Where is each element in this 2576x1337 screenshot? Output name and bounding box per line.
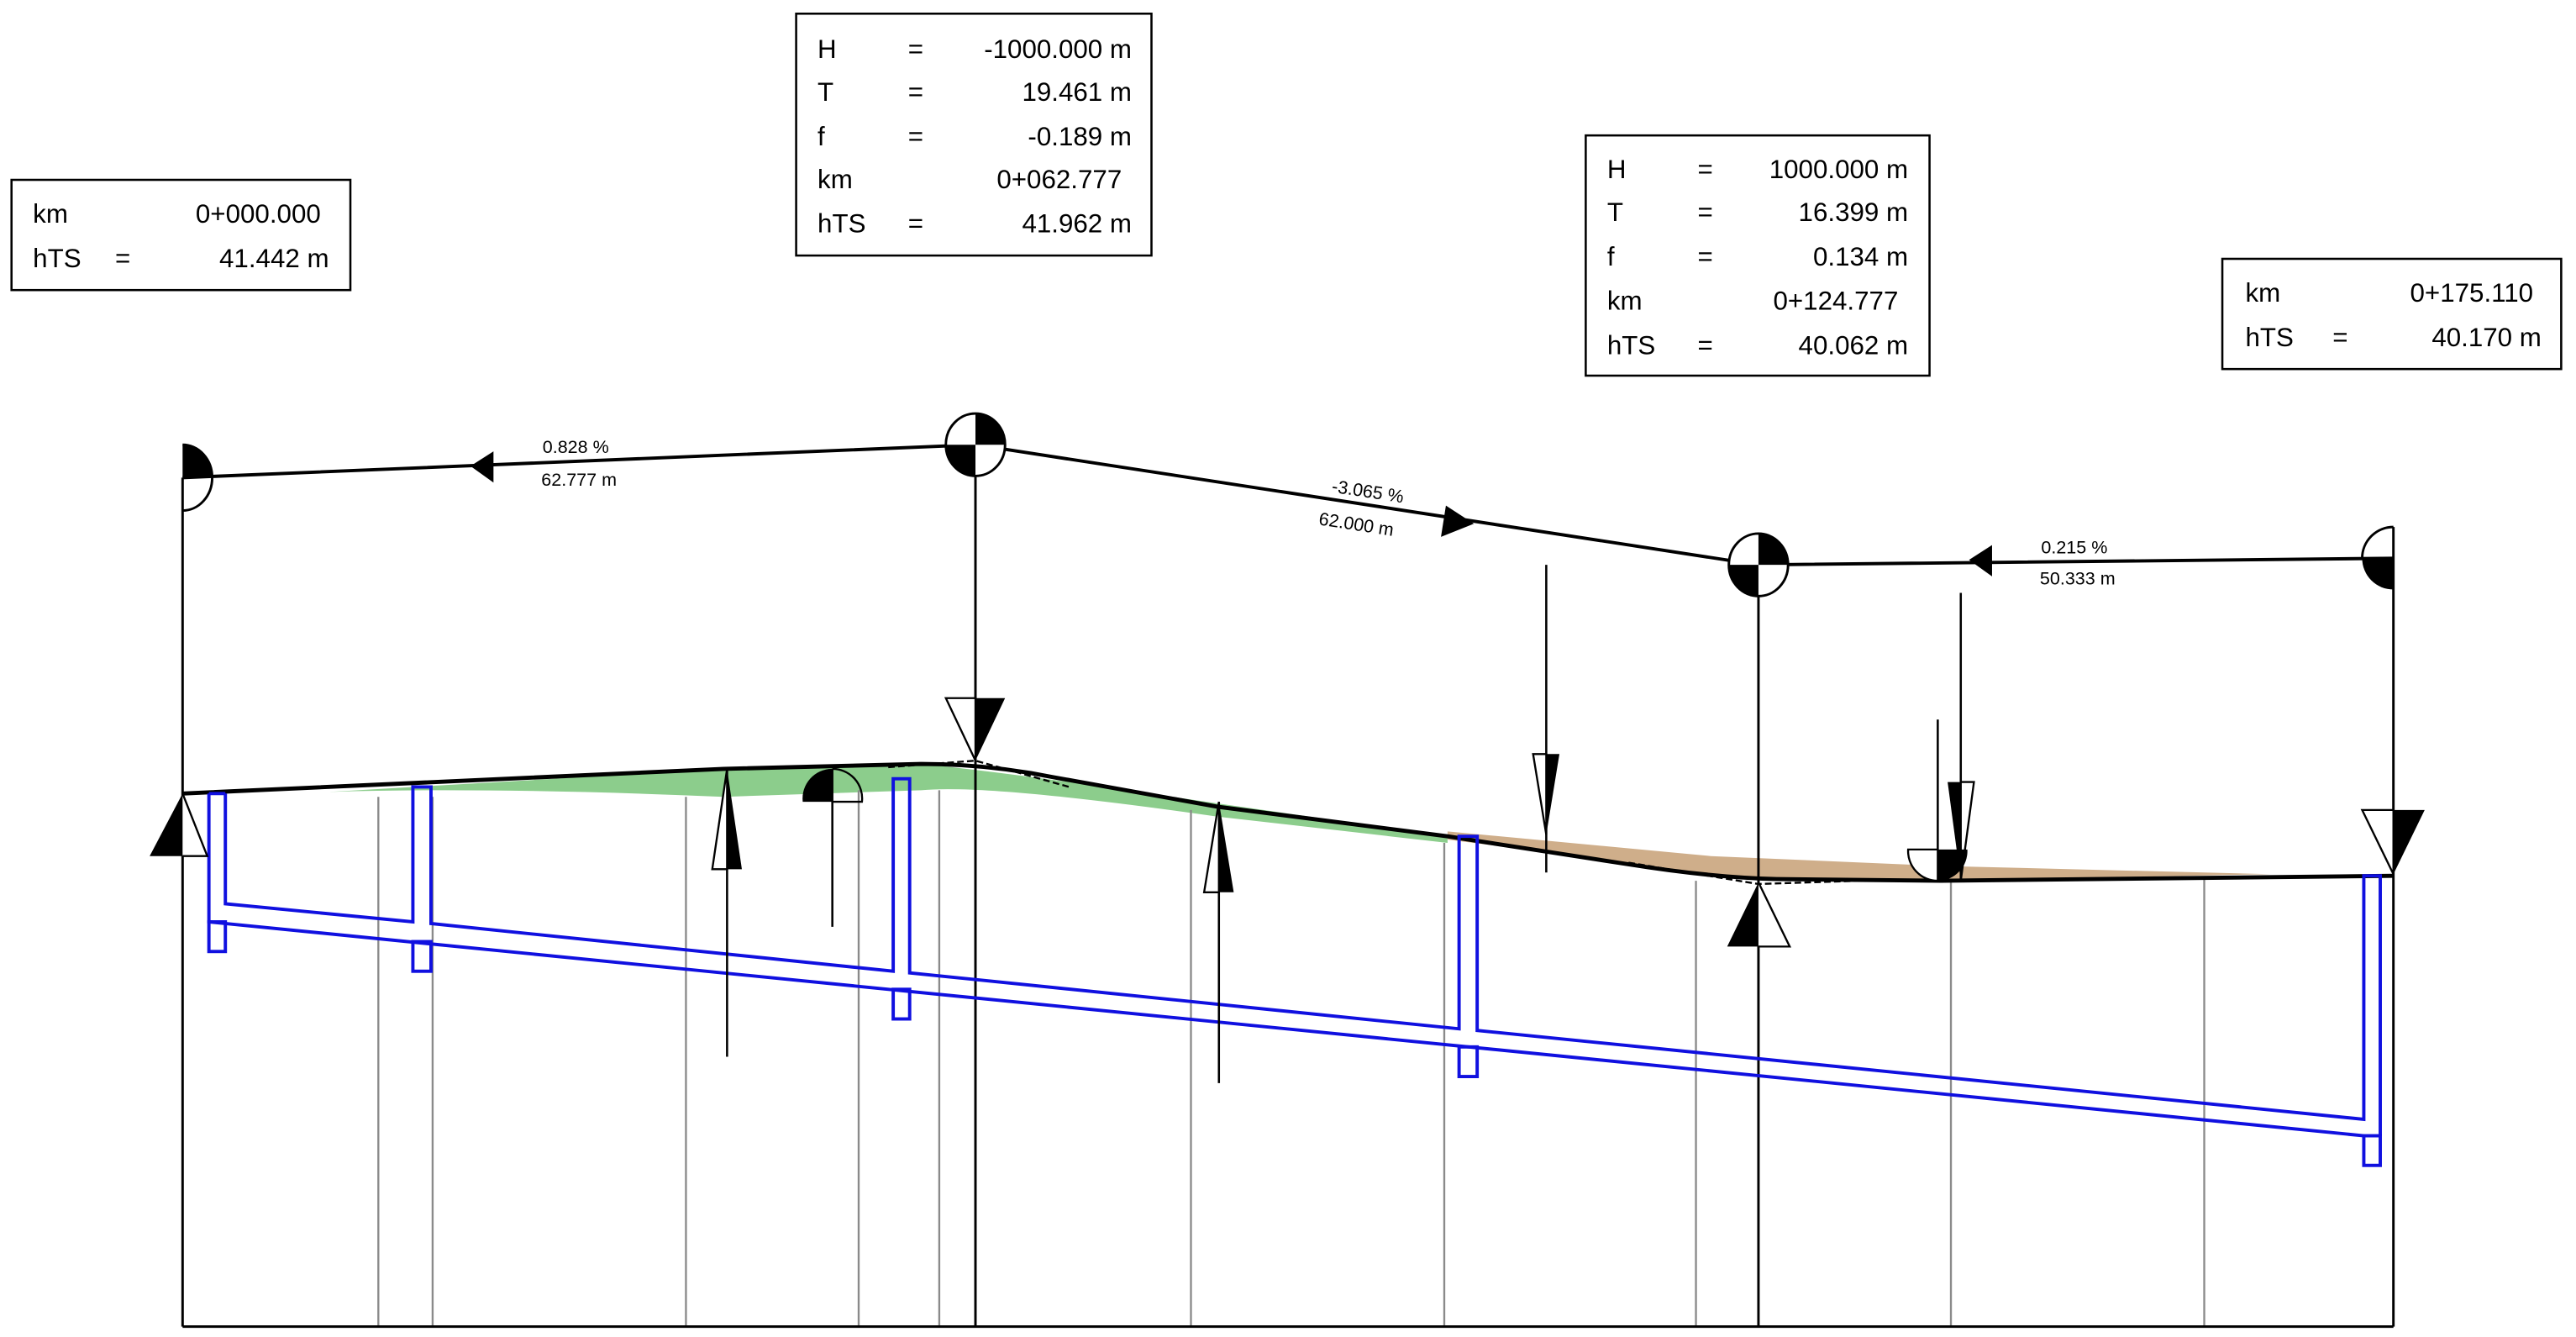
- t-value: 19.461 m: [1022, 77, 1132, 107]
- equals: =: [1698, 331, 1713, 361]
- info-box-start: km 0+000.000 hTS = 41.442 m: [10, 178, 352, 292]
- info-box-pvi-1: H = -1000.000 m T = 19.461 m f = -0.189 …: [795, 13, 1153, 257]
- hts-label: hTS: [817, 209, 865, 239]
- h-label: H: [817, 34, 837, 64]
- h-value: 1000.000 m: [1769, 155, 1908, 184]
- grade-length-label: 50.333 m: [2040, 569, 2116, 589]
- km-label: km: [817, 165, 853, 194]
- hts-label: hTS: [33, 244, 81, 273]
- info-box-end: km 0+175.110 hTS = 40.170 m: [2221, 257, 2563, 371]
- grade-slope-label: 0.215 %: [2041, 537, 2107, 557]
- end-down-triangle-icon: [2360, 808, 2425, 875]
- equals: =: [1698, 242, 1713, 271]
- equals: =: [908, 122, 923, 151]
- manhole-sump: [891, 987, 912, 1021]
- km-label: km: [2245, 278, 2280, 308]
- fill-area: [1447, 831, 2270, 882]
- equals: =: [2332, 323, 2347, 352]
- t-value: 16.399 m: [1799, 197, 1909, 227]
- km-value: 0+175.110: [2410, 278, 2534, 308]
- f-label: f: [817, 122, 825, 151]
- end-point-icon: [2361, 525, 2394, 590]
- up-arrow-icon: [711, 768, 742, 1057]
- t-label: T: [817, 77, 833, 107]
- sag-up-triangle-icon: [1727, 882, 1792, 948]
- km-label: km: [33, 199, 68, 229]
- h-label: H: [1607, 155, 1627, 184]
- grade-slope-label: 0.828 %: [543, 437, 609, 457]
- km-value: 0+062.777: [996, 165, 1122, 194]
- grade-length-label: 62.000 m: [1317, 508, 1395, 540]
- hts-label: hTS: [1607, 331, 1655, 361]
- f-value: -0.189 m: [1028, 122, 1132, 151]
- hts-value: 40.170 m: [2431, 323, 2542, 352]
- station-lines: [377, 790, 2205, 1327]
- equals: =: [908, 77, 923, 107]
- manhole-sump: [411, 940, 433, 973]
- grade-arrow-right-icon: [1441, 505, 1475, 537]
- high-point-icon: [802, 767, 864, 927]
- hts-value: 40.062 m: [1799, 331, 1909, 361]
- cut-area: [329, 764, 1448, 844]
- grade-arrow-left-icon: [1969, 545, 1992, 576]
- km-value: 0+000.000: [196, 199, 321, 229]
- manhole-sump: [2362, 1134, 2382, 1167]
- f-label: f: [1607, 242, 1615, 271]
- down-arrow-icon: [1937, 592, 1975, 882]
- equals: =: [1698, 155, 1713, 184]
- down-arrow-icon: [1532, 565, 1560, 873]
- low-point-icon: [1906, 848, 1968, 882]
- km-label: km: [1607, 287, 1643, 316]
- grade-arrow-left-icon: [470, 451, 494, 483]
- equals: =: [115, 244, 130, 273]
- equals: =: [908, 209, 923, 239]
- km-value: 0+124.777: [1773, 287, 1898, 316]
- hts-value: 41.962 m: [1022, 209, 1132, 239]
- sewer-pipe: [207, 776, 2382, 1167]
- grade-line: [182, 443, 2394, 567]
- t-label: T: [1607, 197, 1623, 227]
- f-value: 0.134 m: [1813, 242, 1908, 271]
- pvi-crest-icon: [944, 412, 1007, 477]
- manhole-sump: [1457, 1045, 1480, 1079]
- crest-down-triangle-icon: [944, 697, 1006, 761]
- h-value: -1000.000 m: [984, 34, 1132, 64]
- road-profile-line: [182, 761, 2394, 883]
- start-point-icon: [182, 443, 214, 513]
- up-arrow-icon: [1202, 801, 1234, 1083]
- start-ground-triangle-icon: [150, 792, 209, 857]
- info-box-pvi-2: H = 1000.000 m T = 16.399 m f = 0.134 m …: [1585, 134, 1931, 377]
- equals: =: [1698, 197, 1713, 227]
- pvi-sag-icon: [1727, 532, 1790, 597]
- manhole-sump: [207, 920, 228, 954]
- grade-length-label: 62.777 m: [541, 470, 617, 490]
- hts-label: hTS: [2245, 323, 2293, 352]
- hts-value: 41.442 m: [219, 244, 329, 273]
- equals: =: [908, 34, 923, 64]
- frame-lines: [181, 445, 2395, 1329]
